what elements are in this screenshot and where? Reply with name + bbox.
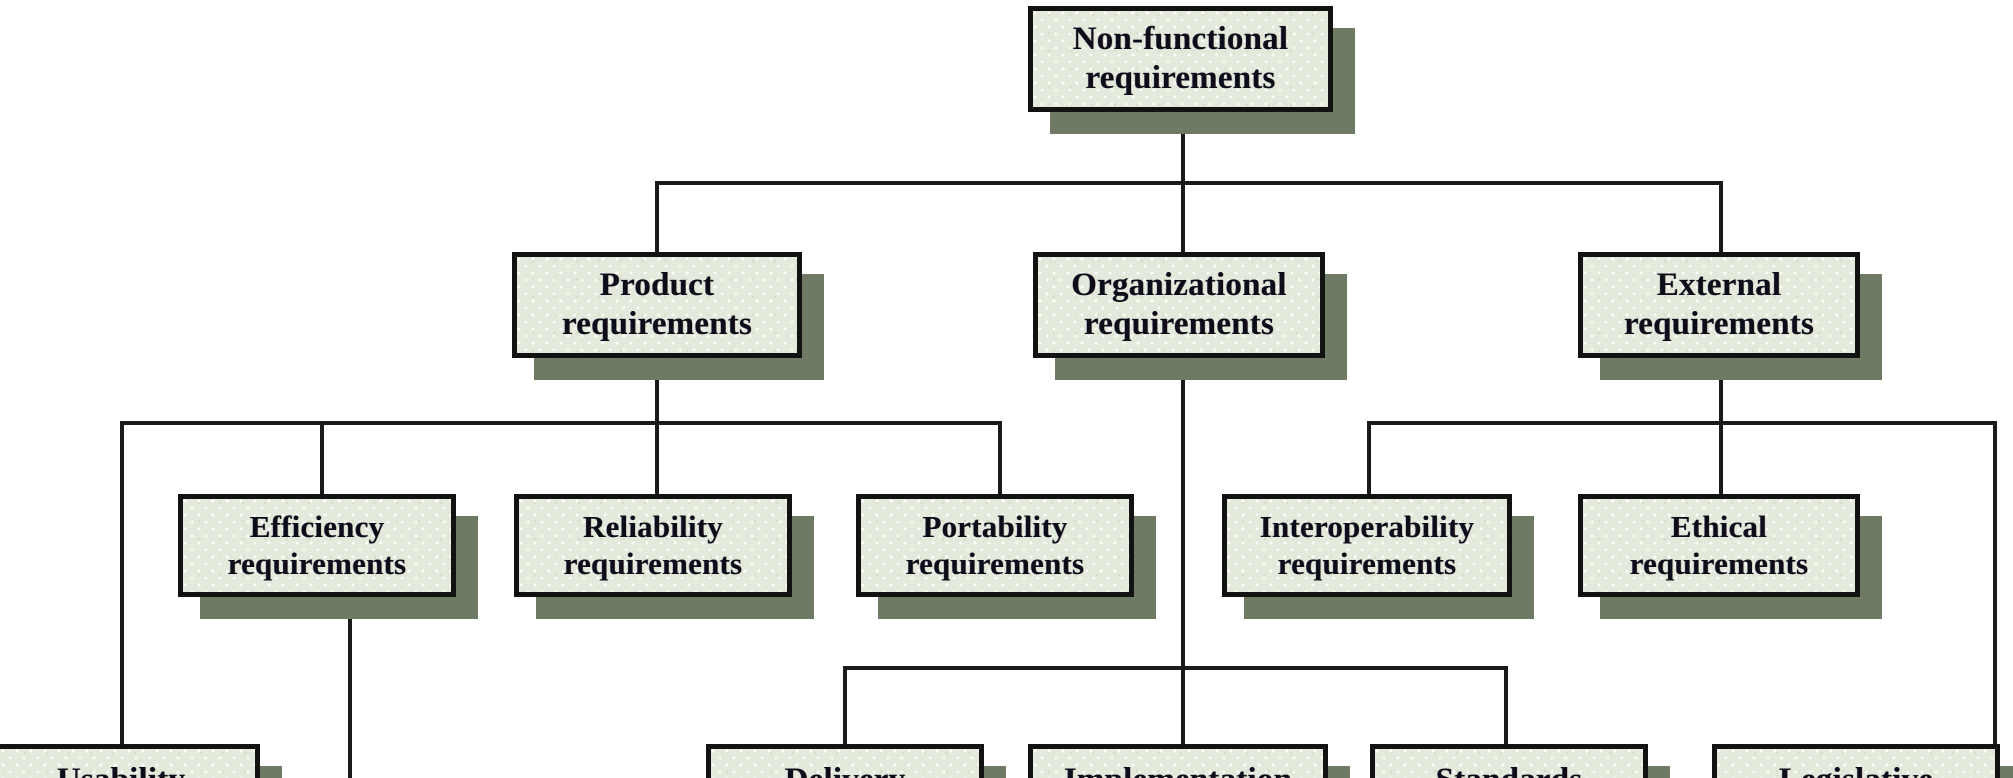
edge-organizational-stem	[1181, 358, 1185, 668]
node-label: Implementation	[1039, 761, 1317, 778]
edge-level2-bus	[655, 181, 1723, 185]
edge-organizational-to-delivery	[843, 666, 847, 746]
node-box: Usability	[0, 744, 260, 778]
node-label: Legislative	[1723, 761, 1989, 778]
edge-external-bus	[1367, 421, 1997, 425]
node-box: Legislative	[1712, 744, 2000, 778]
edge-external-to-ethical	[1719, 421, 1723, 497]
node-box: Implementation	[1028, 744, 1328, 778]
edge-organizational-to-implementation	[1181, 666, 1185, 746]
edge-bus-to-external	[1719, 181, 1723, 253]
edge-efficiency-stem	[348, 600, 352, 778]
edge-external-stem	[1719, 358, 1723, 424]
node-label: Standards	[1381, 761, 1637, 778]
node-legislative[interactable]: Legislative	[1712, 744, 2013, 778]
edge-external-to-legislative	[1993, 421, 1997, 746]
node-usability[interactable]: Usability	[0, 744, 282, 778]
edge-product-bus	[120, 421, 1002, 425]
edge-bus-to-organizational	[1181, 181, 1185, 253]
node-box: Delivery	[706, 744, 984, 778]
node-standards[interactable]: Standards	[1370, 744, 1670, 778]
node-implementation[interactable]: Implementation	[1028, 744, 1350, 778]
edge-bus-to-product	[655, 181, 659, 253]
edge-product-to-reliability	[655, 421, 659, 497]
node-label: Usability	[0, 761, 249, 778]
edge-root-stem	[1181, 112, 1185, 184]
node-label: Delivery	[717, 761, 973, 778]
edge-external-to-interoperability	[1367, 421, 1371, 497]
edge-product-to-usability	[120, 421, 124, 746]
edge-product-to-efficiency	[320, 421, 324, 497]
edge-organizational-to-standards	[1504, 666, 1508, 746]
edge-product-to-portability	[998, 421, 1002, 497]
edge-organizational-bus	[843, 666, 1508, 670]
node-delivery[interactable]: Delivery	[706, 744, 1006, 778]
edge-product-stem	[655, 358, 659, 424]
node-box: Standards	[1370, 744, 1648, 778]
